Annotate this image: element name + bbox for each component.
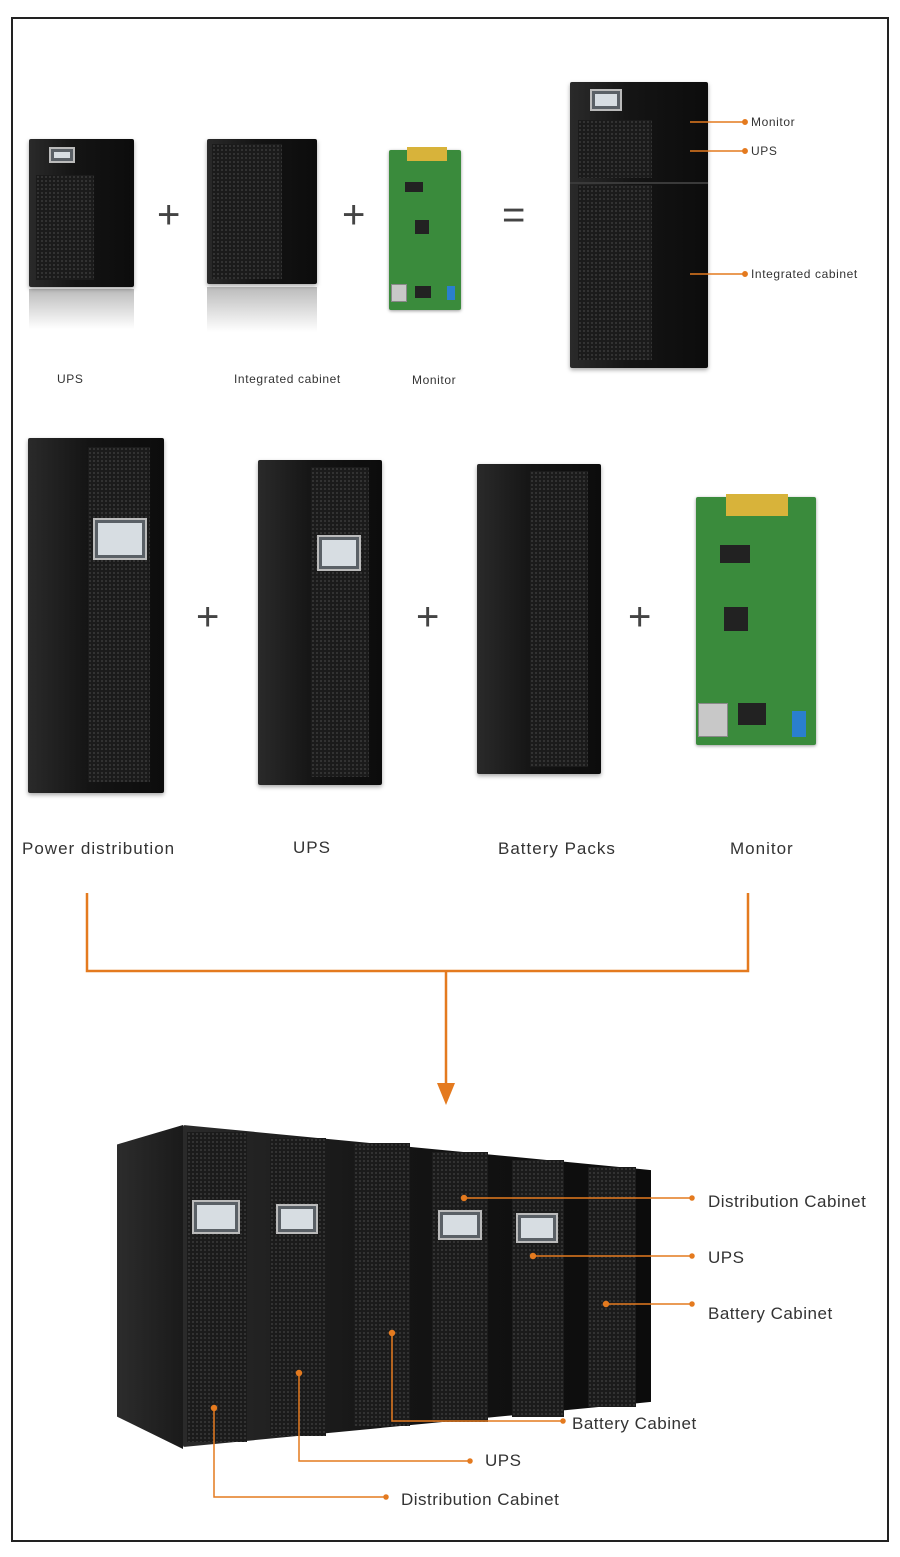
plus-operator: + <box>342 193 366 237</box>
callout-ups-right: UPS <box>708 1248 745 1267</box>
callout-ups: UPS <box>751 144 778 158</box>
callout-integrated-cabinet: Integrated cabinet <box>751 267 858 281</box>
equals-operator: = <box>502 193 526 237</box>
plus-operator: + <box>628 595 652 639</box>
callout-monitor: Monitor <box>751 115 796 129</box>
plus-operator: + <box>416 595 440 639</box>
label-monitor-row2: Monitor <box>730 839 794 858</box>
plus-operator: + <box>157 193 181 237</box>
label-battery-packs: Battery Packs <box>498 839 616 858</box>
callout-distribution-cabinet: Distribution Cabinet <box>708 1192 867 1211</box>
callout-ups-bottom: UPS <box>485 1451 522 1470</box>
monitor-card-image-large <box>696 494 816 745</box>
callout-battery-cabinet-bottom: Battery Cabinet <box>572 1414 697 1433</box>
plus-operator: + <box>196 595 220 639</box>
callout-distribution-cabinet-bottom: Distribution Cabinet <box>401 1490 560 1509</box>
figure-frame <box>11 17 889 1542</box>
callout-battery-cabinet: Battery Cabinet <box>708 1304 833 1323</box>
label-power-distribution: Power distribution <box>22 839 176 858</box>
label-integrated-cabinet: Integrated cabinet <box>234 372 341 386</box>
monitor-card-image <box>389 147 461 310</box>
label-ups-row2: UPS <box>293 838 331 857</box>
label-ups: UPS <box>57 372 84 386</box>
label-monitor: Monitor <box>412 373 457 387</box>
